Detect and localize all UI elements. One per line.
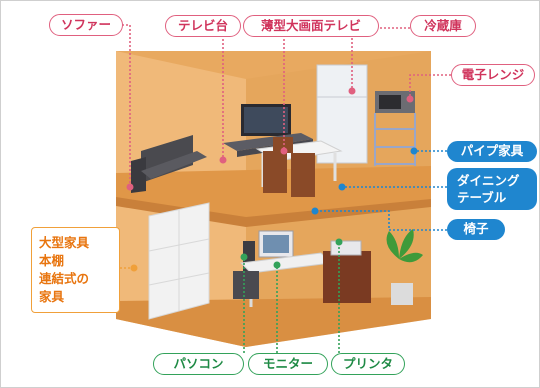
plant-illustration — [386, 229, 423, 305]
lower-floor — [116, 297, 431, 347]
pipe-rack-illustration — [374, 91, 416, 166]
label-microwave: 電子レンジ — [451, 64, 535, 86]
green-leaders — [243, 242, 340, 353]
label-printer: プリンタ — [331, 353, 405, 375]
label-sofa: ソファー — [49, 14, 123, 36]
pink-leader-dots — [126, 87, 414, 191]
label-pipe-furniture: パイプ家具 — [447, 141, 537, 162]
sofa-illustration — [131, 135, 207, 193]
label-flat-tv: 薄型大画面テレビ — [243, 15, 379, 37]
label-fridge: 冷蔵庫 — [410, 15, 476, 37]
label-chair: 椅子 — [447, 219, 505, 240]
blue-leaders — [315, 150, 447, 231]
orange-leader — [120, 264, 138, 272]
bookshelf-illustration — [148, 202, 210, 320]
green-leader-dots — [240, 238, 343, 269]
label-large-furniture: 大型家具 本棚 連結式の 家具 — [31, 227, 120, 313]
label-dining-table: ダイニング テーブル — [447, 168, 537, 210]
label-pc: パソコン — [153, 353, 244, 375]
pc-desk-illustration — [233, 230, 333, 307]
blue-leader-dots — [311, 147, 418, 215]
label-tv-stand: テレビ台 — [165, 15, 241, 37]
label-monitor: モニター — [248, 353, 328, 375]
dining-set-illustration — [255, 137, 343, 197]
